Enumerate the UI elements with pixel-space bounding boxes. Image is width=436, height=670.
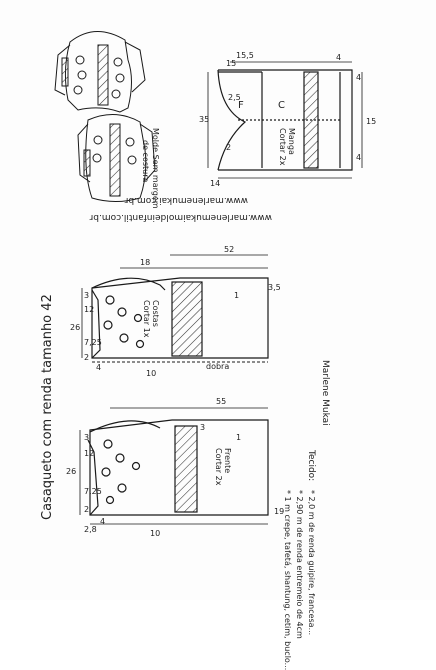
back-m7-25: 7,25 <box>84 338 102 347</box>
back-m10: 10 <box>146 369 156 378</box>
back-m52: 52 <box>224 245 234 254</box>
sleeve-m15-5: 15,5 <box>236 51 254 60</box>
sleeve-panel-c: C <box>278 100 285 111</box>
sleeve-m4c: 4 <box>356 153 361 162</box>
sleeve-m15a: 15 <box>226 59 236 68</box>
margin-note-2: de costura <box>141 140 150 183</box>
back-m12: 12 <box>84 305 94 314</box>
front-pattern <box>79 407 269 525</box>
front-m1: 1 <box>236 433 241 442</box>
pattern-drawing: 4 35 15,5 15 15 4 2,5 2 4 14 F C 52 3,5 … <box>54 31 376 538</box>
back-fold: dobra <box>206 362 230 371</box>
back-m35: 3,5 <box>268 283 281 292</box>
front-label: Frente <box>223 448 232 474</box>
back-label: Costas <box>151 300 160 327</box>
back-dimensions: 52 3,5 18 1 26 12 7,25 3 4 10 2 <box>70 245 281 378</box>
front-m26: 26 <box>66 467 76 476</box>
back-m26: 26 <box>70 323 80 332</box>
back-m2: 2 <box>84 353 89 362</box>
fabric-line-3: * 1 m crepe, tafetá, shantung, cetim, bu… <box>283 490 292 670</box>
sleeve-m35: 35 <box>199 115 209 124</box>
fabric-line-2: * 2,90 m de renda entremeio de 4cm <box>295 490 304 639</box>
pattern-title: Casaqueto com renda tamanho 42 <box>40 294 55 520</box>
sleeve-cut: Cortar 2x <box>278 128 287 166</box>
back-m18: 18 <box>140 258 150 267</box>
sleeve-panel-f: F <box>238 100 244 111</box>
front-m19: 19 <box>274 507 284 516</box>
back-pattern <box>81 254 269 363</box>
sleeve-dimensions: 4 35 15,5 15 15 4 2,5 2 4 14 F C <box>199 51 376 188</box>
fabric-heading: Tecido: <box>306 450 316 482</box>
sleeve-m25: 2,5 <box>228 93 241 102</box>
back-m3: 3 <box>84 291 89 300</box>
sleeve-m2: 2 <box>226 143 231 152</box>
sleeve-m4b: 4 <box>356 73 361 82</box>
front-cut: Cortar 2x <box>214 448 223 486</box>
sketch-front <box>54 31 146 113</box>
back-cut: Cortar 1x <box>142 300 151 338</box>
sleeve-label: Manga <box>287 128 296 155</box>
pattern-sheet: 4 35 15,5 15 15 4 2,5 2 4 14 F C 52 3,5 … <box>40 31 377 670</box>
front-m7-25: 7,25 <box>84 487 102 496</box>
sleeve-m14: 14 <box>210 179 220 188</box>
fabric-line-1: * 2,0 m de renda guipire, francesa... <box>307 490 316 636</box>
sketch-back <box>77 114 156 202</box>
sleeve-m4a: 4 <box>336 53 341 62</box>
back-m1: 1 <box>234 291 239 300</box>
signature: Marlene Mukai <box>320 360 330 426</box>
website-1: www.marlenemukai.com.br <box>124 195 248 205</box>
front-m10: 10 <box>150 529 160 538</box>
sleeve-pattern <box>207 61 363 179</box>
front-m4: 4 <box>100 517 105 526</box>
back-m4: 4 <box>96 363 101 372</box>
front-m12: 12 <box>84 449 94 458</box>
front-m2: 2 <box>84 505 89 514</box>
front-m3b: 3 <box>84 433 89 442</box>
sleeve-m15b: 15 <box>366 117 376 126</box>
front-m3: 3 <box>200 423 205 432</box>
front-m2-8: 2,8 <box>84 525 97 534</box>
front-m55: 55 <box>216 397 226 406</box>
garment-sketch <box>54 31 156 202</box>
front-dimensions: 55 3 1 26 12 7,25 3 2,8 10 4 2 19 <box>66 397 284 538</box>
margin-note-1: Molde Sem margem <box>151 128 160 209</box>
website-2: www.marlenemukaimoldeinfantil.com.br <box>89 212 272 222</box>
